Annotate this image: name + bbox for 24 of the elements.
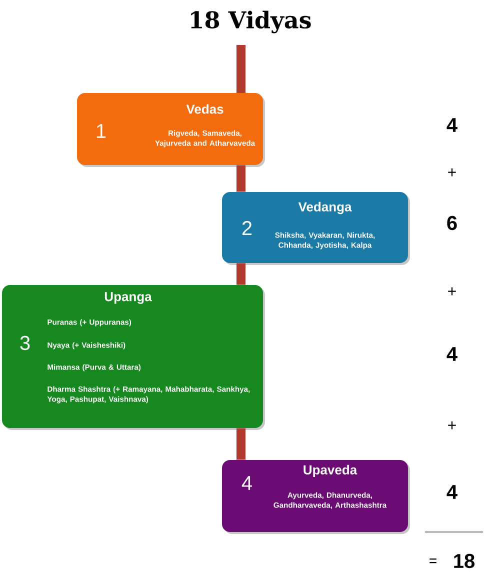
box-heading: Upaveda bbox=[304, 464, 358, 478]
category-box bbox=[2, 285, 265, 430]
box-number: 3 bbox=[20, 336, 30, 350]
spine-line bbox=[236, 165, 246, 192]
count-number: 4 bbox=[446, 118, 458, 132]
title: 18 Vidyas bbox=[191, 10, 311, 34]
category-box bbox=[77, 93, 265, 167]
box-heading: Vedas bbox=[186, 104, 224, 114]
plus-sign: + bbox=[448, 287, 456, 296]
box-number: 1 bbox=[96, 124, 106, 138]
spine-line bbox=[236, 263, 246, 285]
equals-sign: = bbox=[430, 558, 436, 564]
plus-sign: + bbox=[448, 168, 456, 176]
box-heading: Upanga bbox=[104, 292, 152, 304]
count-number: 18 bbox=[454, 554, 474, 568]
count-number: 4 bbox=[446, 347, 458, 361]
box-number: 4 bbox=[242, 476, 252, 490]
plus-sign: + bbox=[448, 421, 456, 430]
count-number: 6 bbox=[447, 216, 457, 230]
category-box bbox=[222, 460, 410, 534]
category-box bbox=[222, 192, 410, 265]
box-heading: Vedanga bbox=[298, 202, 352, 214]
count-number: 4 bbox=[446, 485, 458, 499]
box-number: 2 bbox=[242, 221, 252, 235]
